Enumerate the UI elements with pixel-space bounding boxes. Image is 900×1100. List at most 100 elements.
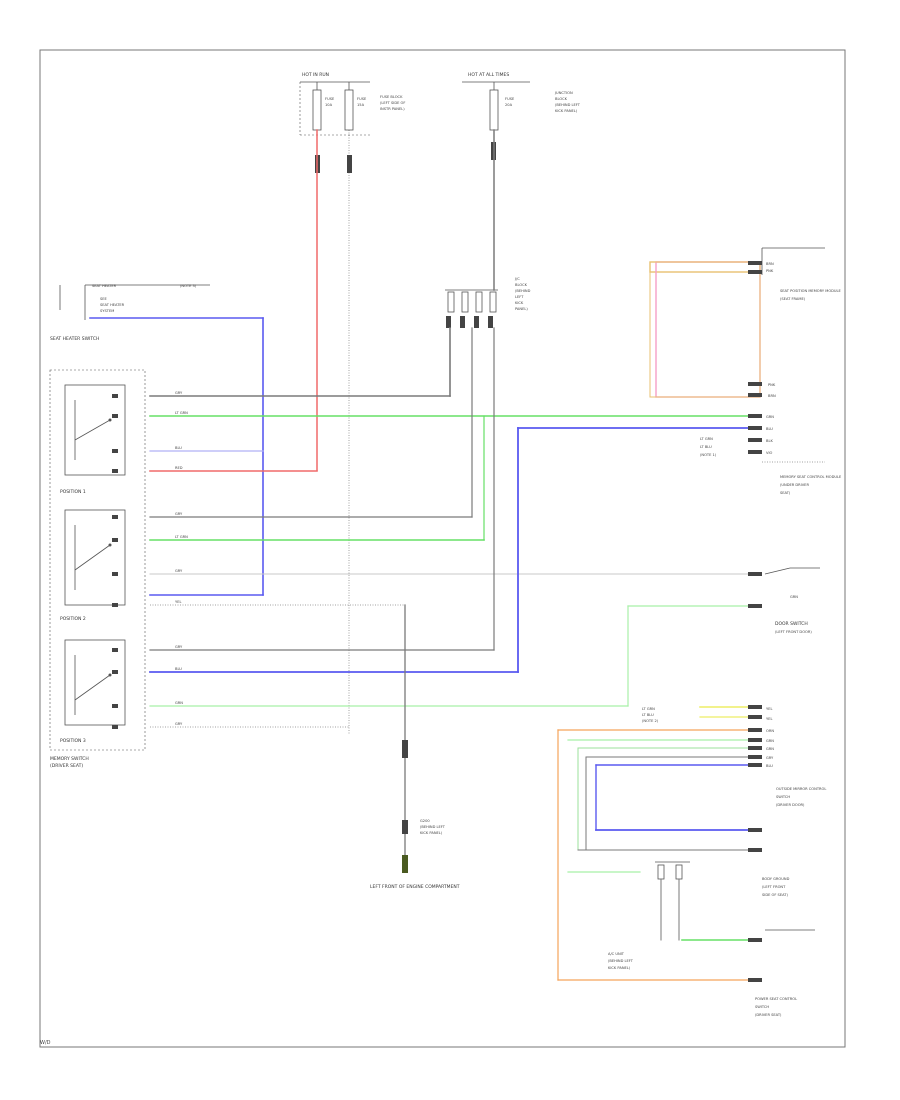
right-mid-module-label: MEMORY SEAT CONTROL MODULE	[780, 475, 842, 479]
svg-text:BRN: BRN	[766, 262, 774, 266]
svg-text:20A: 20A	[505, 103, 513, 107]
svg-text:(UNDER DRIVER: (UNDER DRIVER	[780, 483, 809, 487]
svg-text:(DRIVER DOOR): (DRIVER DOOR)	[776, 803, 805, 807]
svg-text:VIO: VIO	[766, 451, 773, 455]
right-lower-ground-label: BODY GROUND	[762, 877, 790, 881]
svg-text:SWITCH: SWITCH	[755, 1005, 769, 1009]
door-switch-label: DOOR SWITCH	[775, 621, 808, 627]
svg-text:G200: G200	[420, 819, 430, 823]
door-switch: GRN DOOR SWITCH (LEFT FRONT DOOR)	[748, 567, 820, 634]
svg-text:LT BLU: LT BLU	[700, 445, 712, 449]
ground-connector-center	[402, 740, 408, 758]
svg-text:(BEHIND LEFT: (BEHIND LEFT	[555, 103, 581, 107]
svg-text:FUSE: FUSE	[325, 97, 335, 101]
svg-text:LT GRN: LT GRN	[175, 411, 188, 415]
svg-text:PANEL): PANEL)	[515, 307, 528, 311]
seat-heater-switch: SEAT HEATER (NOTE 3) SEE SEAT HEATER SYS…	[50, 284, 210, 342]
svg-text:LT BLU: LT BLU	[642, 713, 654, 717]
svg-text:PNK: PNK	[766, 269, 774, 273]
left-connector-pins	[112, 394, 118, 729]
svg-text:YEL: YEL	[175, 600, 181, 604]
svg-text:KICK PANEL): KICK PANEL)	[555, 109, 578, 113]
svg-text:KICK PANEL): KICK PANEL)	[608, 966, 631, 970]
fuse-group-right: HOT AT ALL TIMES FUSE 20A JUNCTION BLOCK…	[462, 72, 581, 131]
ground-mid-label: A/C UNIT	[608, 952, 625, 956]
svg-text:GRN: GRN	[175, 701, 183, 705]
switch-position-2: POSITION 2	[60, 509, 126, 622]
memory-switch-box	[49, 369, 146, 751]
svg-text:GRY: GRY	[175, 512, 183, 516]
svg-text:ORN: ORN	[766, 729, 774, 733]
svg-text:GRY: GRY	[175, 569, 183, 573]
fuse-group-left: HOT IN RUN FUSE 10A FUSE 15A FUSE BLOCK …	[299, 72, 405, 136]
svg-text:SYSTEM: SYSTEM	[100, 309, 114, 313]
ground-left-label: LEFT FRONT OF ENGINE COMPARTMENT	[370, 884, 460, 890]
svg-text:GRY: GRY	[175, 722, 183, 726]
switch-pos2-label: POSITION 2	[60, 616, 86, 622]
svg-text:SEAT HEATER: SEAT HEATER	[100, 303, 125, 307]
ground-point-center	[402, 855, 408, 873]
svg-text:LEFT: LEFT	[515, 295, 524, 299]
svg-text:(BEHIND: (BEHIND	[515, 289, 531, 293]
svg-text:GRY: GRY	[175, 645, 183, 649]
svg-text:(BEHIND LEFT: (BEHIND LEFT	[608, 959, 634, 963]
svg-text:KICK PANEL): KICK PANEL)	[420, 831, 443, 835]
svg-text:YEL: YEL	[766, 707, 772, 711]
svg-text:SIDE OF SEAT): SIDE OF SEAT)	[762, 893, 788, 897]
svg-text:FUSE BLOCK: FUSE BLOCK	[380, 95, 403, 99]
memory-switch-title: MEMORY SWITCH	[50, 756, 89, 762]
wire-codes-left: GRY LT GRN BLU RED GRY LT GRN GRY YEL GR…	[175, 391, 188, 726]
right-top-module-label: SEAT POSITION MEMORY MODULE	[780, 289, 842, 293]
svg-text:GRN: GRN	[790, 595, 798, 599]
svg-text:10A: 10A	[325, 103, 333, 107]
seat-heater-title: SEAT HEATER SWITCH	[50, 336, 99, 342]
switch-position-1: POSITION 1	[60, 384, 126, 495]
ac-unit-junction: A/C UNIT (BEHIND LEFT KICK PANEL) BODY G…	[608, 861, 815, 1017]
svg-text:BLU: BLU	[175, 446, 182, 450]
svg-text:(BEHIND LEFT: (BEHIND LEFT	[420, 825, 446, 829]
switch-position-3: POSITION 3	[60, 639, 126, 744]
svg-text:PNK: PNK	[768, 383, 776, 387]
svg-text:(LEFT FRONT DOOR): (LEFT FRONT DOOR)	[775, 630, 812, 634]
switch-pos1-label: POSITION 1	[60, 489, 86, 495]
svg-text:BLK: BLK	[766, 439, 773, 443]
outside-mirror-module: LT GRN LT BLU (NOTE 2) YEL YEL ORN GRN G…	[557, 705, 826, 981]
svg-text:BRN: BRN	[768, 394, 776, 398]
svg-text:BLU: BLU	[766, 764, 773, 768]
svg-text:RED: RED	[175, 466, 183, 470]
svg-text:LT GRN: LT GRN	[642, 707, 655, 711]
svg-text:JUNCTION: JUNCTION	[554, 91, 573, 95]
footer-label: W/D	[40, 1040, 51, 1046]
svg-text:BLU: BLU	[175, 667, 182, 671]
seat-position-module: BRN PNK SEAT POSITION MEMORY MODULE (SEA…	[649, 247, 842, 398]
svg-text:J/C: J/C	[514, 277, 520, 281]
svg-text:GRY: GRY	[175, 391, 183, 395]
right-bottom-label: POWER SEAT CONTROL	[755, 997, 797, 1001]
svg-text:LT GRN: LT GRN	[175, 535, 188, 539]
svg-text:FUSE: FUSE	[505, 97, 515, 101]
svg-text:(SEAT FRAME): (SEAT FRAME)	[780, 297, 806, 301]
svg-text:SEAT): SEAT)	[780, 491, 791, 495]
svg-text:(LEFT FRONT: (LEFT FRONT	[762, 885, 786, 889]
svg-text:INSTR PANEL): INSTR PANEL)	[380, 107, 405, 111]
svg-text:BLOCK: BLOCK	[555, 97, 568, 101]
right-lower-module-label: OUTSIDE MIRROR CONTROL	[776, 787, 826, 791]
svg-text:BLOCK: BLOCK	[515, 283, 528, 287]
svg-text:(DRIVER SEAT): (DRIVER SEAT)	[755, 1013, 782, 1017]
svg-text:YEL: YEL	[766, 717, 772, 721]
fuse-right-title: HOT AT ALL TIMES	[468, 72, 509, 78]
svg-text:SEE: SEE	[100, 297, 108, 301]
svg-text:GRN: GRN	[766, 739, 774, 743]
svg-text:FUSE: FUSE	[357, 97, 367, 101]
memory-switch-subtitle: (DRIVER SEAT)	[50, 763, 83, 769]
svg-text:(LEFT SIDE OF: (LEFT SIDE OF	[380, 101, 405, 105]
svg-text:(NOTE 1): (NOTE 1)	[700, 453, 717, 457]
svg-text:15A: 15A	[357, 103, 365, 107]
svg-text:SWITCH: SWITCH	[776, 795, 790, 799]
diagram-border	[39, 49, 846, 1048]
svg-text:SEAT HEATER: SEAT HEATER	[92, 284, 117, 288]
junction-block: J/C BLOCK (BEHIND LEFT KICK PANEL)	[445, 277, 531, 328]
svg-text:BLU: BLU	[766, 427, 773, 431]
svg-text:(NOTE 3): (NOTE 3)	[180, 284, 197, 288]
